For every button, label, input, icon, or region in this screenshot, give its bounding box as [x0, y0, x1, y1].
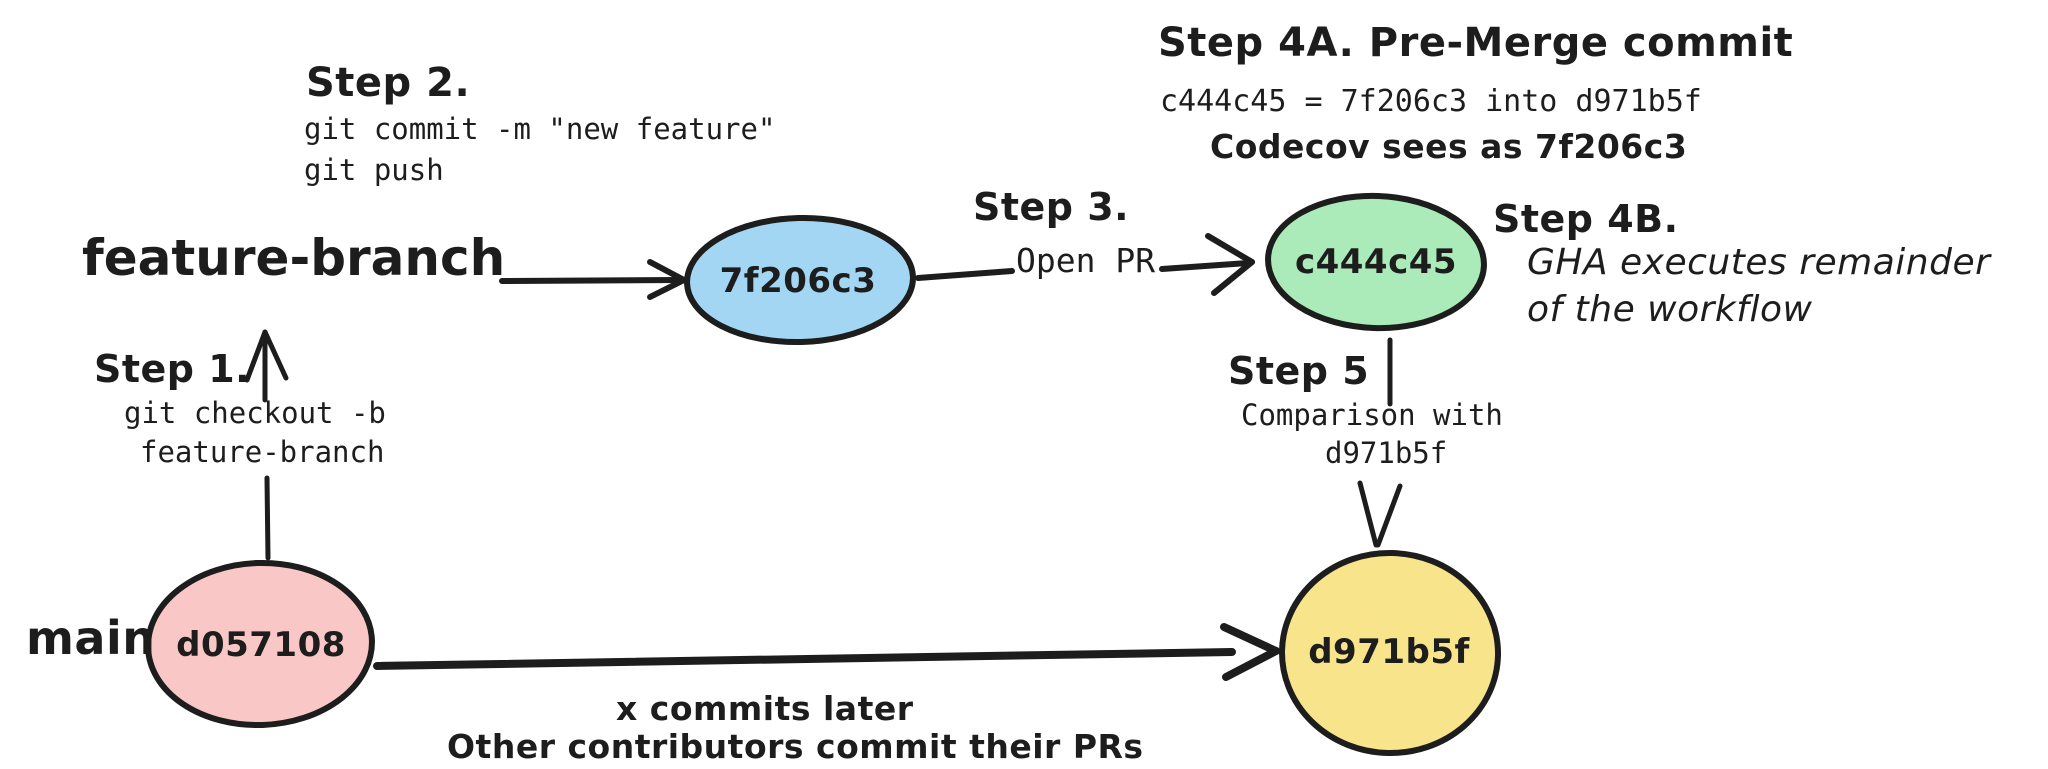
step4b-gha-line: GHA executes remainder — [1527, 242, 1991, 283]
commit-node-7f206c3 — [684, 214, 916, 346]
step3-title: Step 3. — [973, 185, 1130, 229]
feature-branch-label: feature-branch — [82, 229, 506, 287]
step4a-codecov-note: Codecov sees as 7f206c3 — [1210, 127, 1688, 166]
open-pr-connector-line — [915, 268, 1015, 281]
arrow-feature-to-commit — [499, 259, 687, 300]
arrow-main-to-feature — [244, 329, 289, 561]
commit-label-d057108: d057108 — [176, 625, 346, 665]
arrow-green-to-yellow — [1357, 337, 1403, 548]
arrow-open-pr-to-green — [1159, 233, 1255, 296]
commit-node-d057108 — [145, 559, 375, 729]
main-branch-label: main — [26, 611, 156, 665]
x-commits-later-note: x commits later — [616, 689, 914, 728]
step1-command-branch: feature-branch — [140, 435, 385, 469]
commit-label-c444c45: c444c45 — [1294, 242, 1458, 282]
step4b-workflow-line: of the workflow — [1527, 289, 1813, 330]
step4a-merge-detail: c444c45 = 7f206c3 into d971b5f — [1160, 84, 1702, 119]
step2-title: Step 2. — [306, 60, 471, 106]
step5-comparison-line: Comparison with — [1241, 398, 1503, 432]
commit-label-7f206c3: 7f206c3 — [719, 261, 877, 301]
step5-title: Step 5 — [1228, 349, 1370, 393]
step1-title: Step 1. — [94, 347, 251, 391]
step4a-title: Step 4A. Pre-Merge commit — [1158, 20, 1794, 66]
arrow-main-to-d971b5f — [373, 623, 1280, 681]
step2-command-push: git push — [304, 153, 444, 187]
open-pr-label: Open PR — [1016, 241, 1156, 280]
step5-comparison-sha: d971b5f — [1325, 436, 1448, 470]
commit-label-d971b5f: d971b5f — [1308, 632, 1470, 672]
step4b-title: Step 4B. — [1493, 197, 1679, 241]
step2-command-commit: git commit -m "new feature" — [304, 112, 776, 146]
commit-node-c444c45 — [1265, 192, 1487, 332]
step1-command-checkout: git checkout -b — [124, 396, 386, 430]
commit-node-d971b5f — [1279, 549, 1501, 757]
other-contributors-note: Other contributors commit their PRs — [447, 727, 1144, 766]
